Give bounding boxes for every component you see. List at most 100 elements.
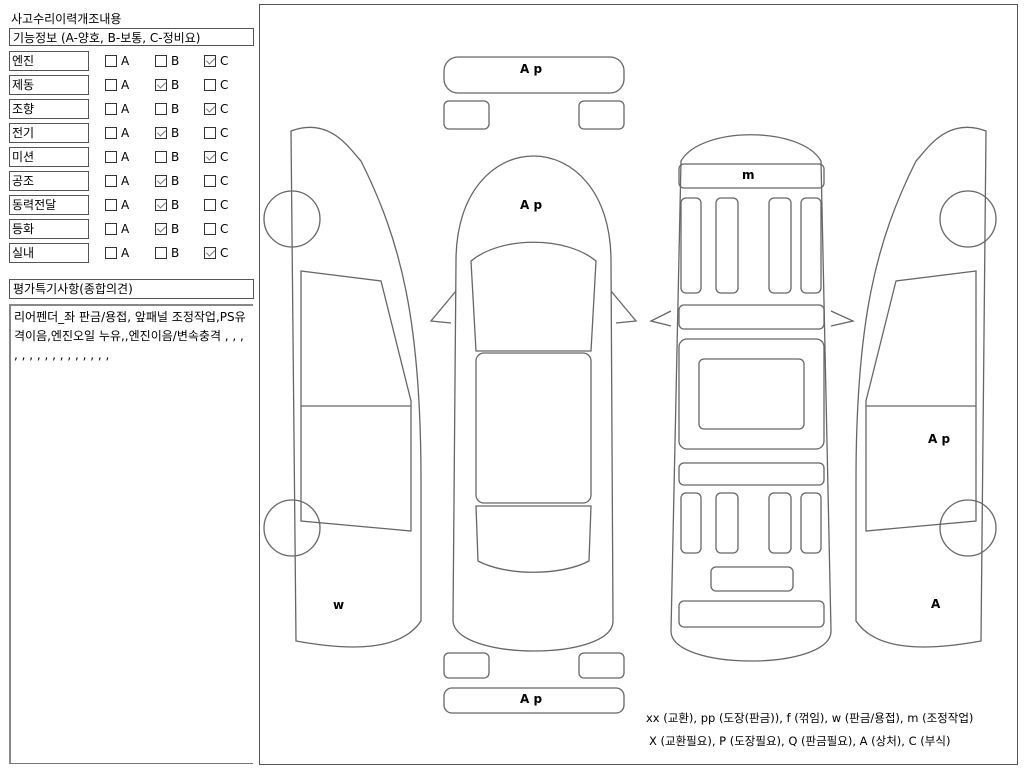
section-title: 사고수리이력개조내용 [11, 12, 122, 26]
checkbox-box[interactable] [105, 199, 117, 211]
checkbox-a[interactable]: A [105, 222, 129, 236]
checkbox-label: A [121, 126, 130, 140]
checkbox-label: C [220, 54, 229, 68]
function-label: 엔진 [9, 51, 89, 71]
checkbox-label: B [171, 78, 180, 92]
function-row: 엔진 A B C [9, 51, 249, 73]
function-label: 등화 [9, 219, 89, 239]
checkbox-box[interactable] [105, 223, 117, 235]
checkbox-label: A [121, 198, 130, 212]
mark-hood: A p [520, 198, 543, 212]
checkbox-c[interactable]: C [204, 150, 228, 164]
car-diagram [263, 56, 997, 714]
checkbox-box[interactable] [155, 55, 167, 67]
checkbox-a[interactable]: A [105, 198, 129, 212]
checkbox-label: C [220, 198, 229, 212]
function-label: 조향 [9, 99, 89, 119]
checkbox-a[interactable]: A [105, 174, 129, 188]
checkbox-b[interactable]: B [155, 54, 179, 68]
checkbox-box[interactable] [204, 55, 216, 67]
checkbox-box[interactable] [204, 199, 216, 211]
checkbox-a[interactable]: A [105, 150, 129, 164]
car-interior-outline [670, 134, 832, 662]
function-row: 조향 A B C [9, 99, 249, 121]
checkbox-box[interactable] [155, 79, 167, 91]
checkbox-label: B [171, 222, 180, 236]
checkbox-b[interactable]: B [155, 150, 179, 164]
checkbox-label: A [121, 246, 130, 260]
left-rear-wheel [263, 499, 321, 557]
checkbox-c[interactable]: C [204, 222, 228, 236]
checkbox-box[interactable] [155, 223, 167, 235]
checkbox-box[interactable] [155, 199, 167, 211]
checkbox-box[interactable] [155, 175, 167, 187]
checkbox-label: B [171, 150, 180, 164]
checkbox-box[interactable] [105, 175, 117, 187]
evaluation-textarea[interactable]: 리어펜더_좌 판금/용접, 앞패널 조정작업,PS유격이음,엔진오일 누유,,엔… [9, 304, 253, 764]
checkbox-box[interactable] [105, 103, 117, 115]
checkbox-a[interactable]: A [105, 126, 129, 140]
function-row: 공조 A B C [9, 171, 249, 193]
left-front-wheel [263, 190, 321, 248]
checkbox-b[interactable]: B [155, 174, 179, 188]
checkbox-b[interactable]: B [155, 246, 179, 260]
checkbox-box[interactable] [204, 127, 216, 139]
checkbox-a[interactable]: A [105, 102, 129, 116]
checkbox-box[interactable] [105, 151, 117, 163]
checkbox-box[interactable] [204, 247, 216, 259]
checkbox-box[interactable] [105, 79, 117, 91]
checkbox-box[interactable] [155, 151, 167, 163]
checkbox-label: A [121, 222, 130, 236]
checkbox-box[interactable] [204, 79, 216, 91]
checkbox-b[interactable]: B [155, 102, 179, 116]
checkbox-box[interactable] [204, 175, 216, 187]
checkbox-c[interactable]: C [204, 54, 228, 68]
checkbox-box[interactable] [155, 103, 167, 115]
function-row: 제동 A B C [9, 75, 249, 97]
checkbox-c[interactable]: C [204, 126, 228, 140]
checkbox-label: B [171, 102, 180, 116]
legend-line-1: xx (교환), pp (도장(판금)), f (꺾임), w (판금/용접),… [646, 711, 974, 725]
checkbox-label: A [121, 150, 130, 164]
rear-bumper-part [443, 687, 625, 714]
checkbox-b[interactable]: B [155, 126, 179, 140]
checkbox-b[interactable]: B [155, 198, 179, 212]
car-right-side-outline [855, 126, 987, 648]
checkbox-c[interactable]: C [204, 78, 228, 92]
car-left-side-outline [290, 126, 422, 648]
function-label: 공조 [9, 171, 89, 191]
checkbox-label: C [220, 78, 229, 92]
checkbox-a[interactable]: A [105, 246, 129, 260]
checkbox-box[interactable] [105, 55, 117, 67]
checkbox-box[interactable] [105, 247, 117, 259]
function-row: 실내 A B C [9, 243, 249, 265]
function-row: 등화 A B C [9, 219, 249, 241]
checkbox-label: B [171, 246, 180, 260]
checkbox-c[interactable]: C [204, 174, 228, 188]
checkbox-a[interactable]: A [105, 54, 129, 68]
checkbox-label: B [171, 54, 180, 68]
checkbox-label: B [171, 174, 180, 188]
checkbox-c[interactable]: C [204, 246, 228, 260]
function-label: 실내 [9, 243, 89, 263]
checkbox-box[interactable] [105, 127, 117, 139]
mark-right-rear-door: A p [928, 432, 951, 446]
legend-line-2: X (교환필요), P (도장필요), Q (판금필요), A (상처), C … [649, 734, 951, 748]
checkbox-box[interactable] [204, 223, 216, 235]
function-label: 제동 [9, 75, 89, 95]
checkbox-c[interactable]: C [204, 102, 228, 116]
checkbox-label: C [220, 246, 229, 260]
checkbox-box[interactable] [155, 247, 167, 259]
checkbox-label: A [121, 54, 130, 68]
checkbox-b[interactable]: B [155, 222, 179, 236]
checkbox-label: C [220, 222, 229, 236]
mark-rear-bumper: A p [520, 692, 543, 706]
checkbox-a[interactable]: A [105, 78, 129, 92]
checkbox-c[interactable]: C [204, 198, 228, 212]
checkbox-label: C [220, 174, 229, 188]
checkbox-box[interactable] [204, 151, 216, 163]
checkbox-box[interactable] [204, 103, 216, 115]
checkbox-box[interactable] [155, 127, 167, 139]
checkbox-b[interactable]: B [155, 78, 179, 92]
